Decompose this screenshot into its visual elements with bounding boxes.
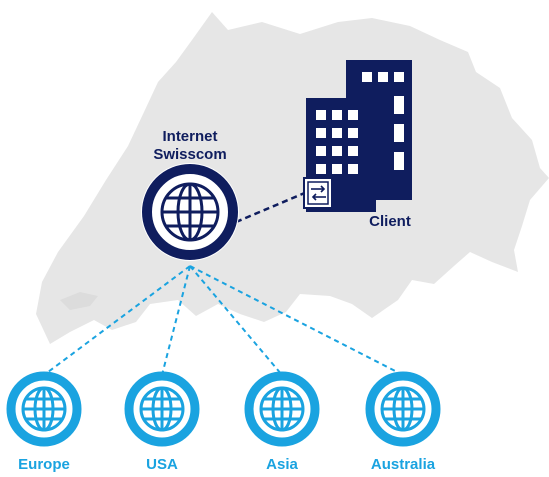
hub-label-line1: Internet [162, 128, 218, 145]
region-label-australia: Australia [370, 456, 436, 473]
hub-label-line2: Swisscom [153, 146, 227, 163]
map-detail-lake [60, 292, 98, 310]
region-connections [43, 265, 404, 376]
link-usa [161, 265, 191, 376]
client-label: Client [369, 213, 411, 230]
switzerland-map [36, 12, 549, 344]
globe-icon [365, 371, 441, 447]
region-globes [6, 371, 441, 447]
office-building-icon [306, 60, 412, 212]
link-europe [43, 265, 191, 376]
globe-icon [141, 163, 239, 261]
globe-icon [6, 371, 82, 447]
region-label-europe: Europe [18, 456, 70, 473]
globe-icon [244, 371, 320, 447]
link-asia [189, 265, 283, 376]
region-label-usa: USA [146, 456, 178, 473]
router-icon [303, 177, 333, 209]
hub-label: Internet Swisscom [140, 128, 240, 164]
link-client [235, 190, 308, 224]
region-label-asia: Asia [266, 456, 298, 473]
link-australia [189, 265, 404, 376]
globe-icon [124, 371, 200, 447]
